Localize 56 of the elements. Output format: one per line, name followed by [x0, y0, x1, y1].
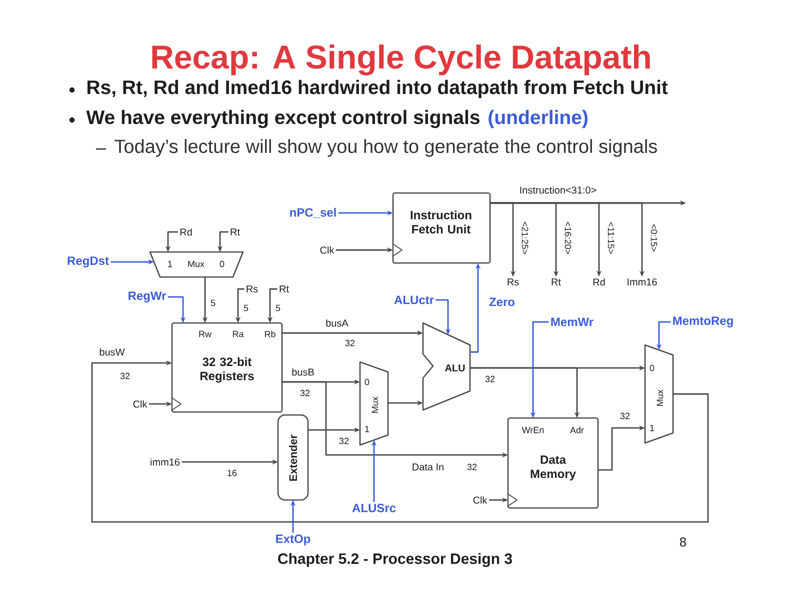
instruction-field-label: Imm16 — [628, 278, 657, 286]
register-field-label: Rt — [230, 228, 240, 236]
edge-label: Data In — [410, 462, 446, 472]
edge-label: busW — [98, 347, 126, 357]
control-signal-label: ALUSrc — [352, 504, 396, 512]
control-signal-label: MemtoReg — [673, 316, 733, 328]
instruction-field-label: Rs — [508, 278, 519, 286]
bus-width-label: 32 — [345, 340, 355, 346]
edge-label: busB — [290, 367, 316, 377]
arrow — [91, 360, 709, 523]
sub-bullet-text: Today’s lecture will show you how to generate the control signals — [114, 139, 657, 157]
control-signal-label: ALUctr — [394, 296, 434, 304]
footer-text: Chapter 5.2 - Processor Design 3 — [278, 552, 512, 568]
edge-label: 5 — [242, 304, 250, 312]
edge-label: 16 — [226, 468, 238, 478]
edge-label: 32 — [619, 412, 631, 420]
edge-label: busA — [324, 318, 350, 328]
multiplexer: 1 Mux 0 — [149, 251, 244, 278]
clock-label: Clk — [133, 400, 148, 408]
edge-label: 5 — [274, 304, 282, 312]
instruction-field-label: Rt — [552, 278, 561, 286]
slide-title: Recap: A Single Cycle Datapath — [152, 44, 650, 76]
extender-box: Extender — [277, 414, 309, 501]
edge-label: Zero — [488, 296, 516, 308]
page-number: 8 — [680, 537, 686, 547]
edge-label: Instruction<31:0> — [518, 185, 598, 195]
edge-label: 32 — [338, 436, 350, 446]
edge-label: 32 — [484, 374, 496, 384]
control-signal-label: MemWr — [551, 318, 594, 326]
multiplexer: 0 Mux 1 — [359, 361, 389, 446]
fetch-unit-box: Instruction Fetch Unit — [392, 192, 491, 264]
clock-label: Clk — [473, 496, 488, 504]
control-signal-label: RegDst — [68, 256, 109, 268]
bus-width-label: 32 — [120, 372, 130, 380]
control-signal-label: nPC_sel — [290, 208, 336, 218]
register-file-box: Rw Ra Rb 32 32-bit Registers — [171, 322, 283, 413]
data-memory-box: WrEn Adr Data Memory — [507, 417, 599, 509]
control-signal-label: ExtOp — [276, 534, 310, 546]
register-field-label: Rd — [180, 228, 192, 236]
control-signal-label: RegWr — [128, 292, 166, 302]
edge-label: <16:20> — [564, 220, 572, 256]
clock-label: Clk — [320, 246, 334, 254]
multiplexer: 0 Mux 1 — [644, 344, 674, 444]
instruction-field-label: Rd — [593, 278, 605, 286]
bullet-text: We have everything except control signals — [86, 110, 480, 128]
edge-label: 5 — [210, 298, 216, 308]
input-label: imm16 — [150, 458, 180, 466]
bullet-text: Rs, Rt, Rd and Imed16 hardwired into datapath from Fetch Unit — [88, 80, 668, 98]
edge-label: <21:25> — [520, 220, 530, 256]
bus-width-label: 32 — [467, 464, 477, 470]
edge-label: <11:15> — [606, 220, 616, 256]
edge-label: <0:15> — [650, 222, 658, 253]
bus-width-label: 32 — [300, 390, 310, 396]
register-field-label: Rt — [280, 286, 289, 292]
register-field-label: Rs — [246, 286, 258, 292]
note-text: (underline) — [488, 110, 588, 128]
